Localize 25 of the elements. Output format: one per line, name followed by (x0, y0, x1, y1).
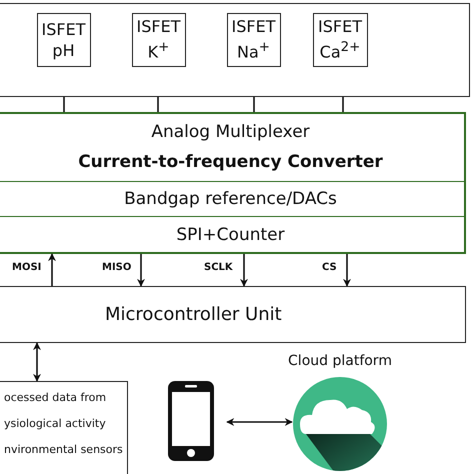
section-label: SPI+Counter (176, 224, 285, 247)
connector-arrow (240, 254, 248, 287)
note-text: nvironmental sensors (4, 442, 124, 458)
sensor-label: ISFET pH (40, 18, 86, 60)
note-text: ysiological activity (4, 416, 107, 432)
chip-box (0, 112, 466, 254)
connector-arrow (48, 253, 56, 286)
cloud-label: Cloud platform (288, 352, 392, 370)
note-text: ocessed data from (4, 390, 108, 406)
connector-arrow (137, 254, 145, 287)
connector-arrow (226, 418, 293, 426)
sensor-label: ISFET Ca$^{2+}$ (317, 16, 363, 63)
unit-box (0, 286, 466, 343)
sensor-label: ISFET K$^{+}$ (136, 16, 182, 63)
cloud-node (288, 352, 392, 474)
sensor-label: ISFET Na$^{+}$ (230, 16, 276, 63)
section-label: Current-to-frequency Converter (78, 150, 383, 174)
connector-arrow (343, 254, 351, 287)
sensor-box (36, 12, 90, 66)
note-box (0, 381, 128, 474)
unit-label: Microcontroller Unit (105, 304, 282, 325)
section-label: Analog Multiplexer (151, 120, 310, 144)
connector-arrow (33, 342, 41, 382)
sensor-array-box (0, 3, 470, 97)
section-label: Bandgap reference/DACs (124, 188, 337, 211)
